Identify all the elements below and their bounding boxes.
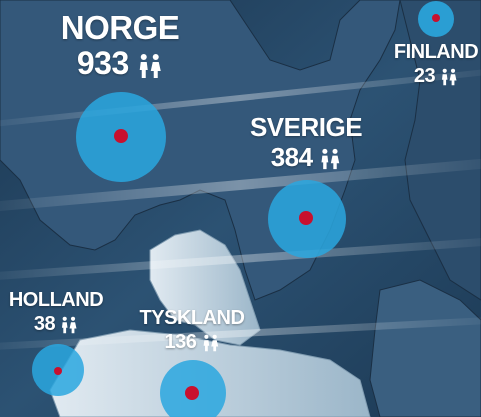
country-count: 136 xyxy=(164,331,197,353)
holland-marker xyxy=(54,367,62,375)
people-icon xyxy=(203,334,219,352)
light-streak xyxy=(0,235,481,283)
country-count: 38 xyxy=(33,313,56,335)
country-count: 23 xyxy=(413,65,436,87)
tyskland-marker xyxy=(185,386,199,400)
people-icon xyxy=(62,316,77,334)
light-streak xyxy=(0,155,481,215)
country-count: 933 xyxy=(76,45,129,81)
country-name: FINLAND xyxy=(393,41,479,63)
country-count: 384 xyxy=(270,142,313,172)
sverige-marker xyxy=(299,211,313,225)
people-icon xyxy=(442,68,457,86)
country-name: SVERIGE xyxy=(249,112,363,142)
sverige-label: SVERIGE 384 xyxy=(249,112,363,172)
norge-marker xyxy=(114,129,128,143)
holland-label: HOLLAND 38 xyxy=(8,288,104,336)
country-name: TYSKLAND xyxy=(139,307,245,329)
light-streak xyxy=(0,315,481,352)
finland-label: FINLAND 23 xyxy=(393,40,479,88)
norge-label: NORGE 933 xyxy=(60,9,180,81)
baltic-land xyxy=(369,279,481,417)
finland-marker xyxy=(432,14,440,22)
country-name: HOLLAND xyxy=(8,289,104,311)
people-icon xyxy=(140,53,162,78)
tyskland-label: TYSKLAND 136 xyxy=(140,306,245,354)
country-name: NORGE xyxy=(60,9,180,46)
people-icon xyxy=(321,148,340,170)
